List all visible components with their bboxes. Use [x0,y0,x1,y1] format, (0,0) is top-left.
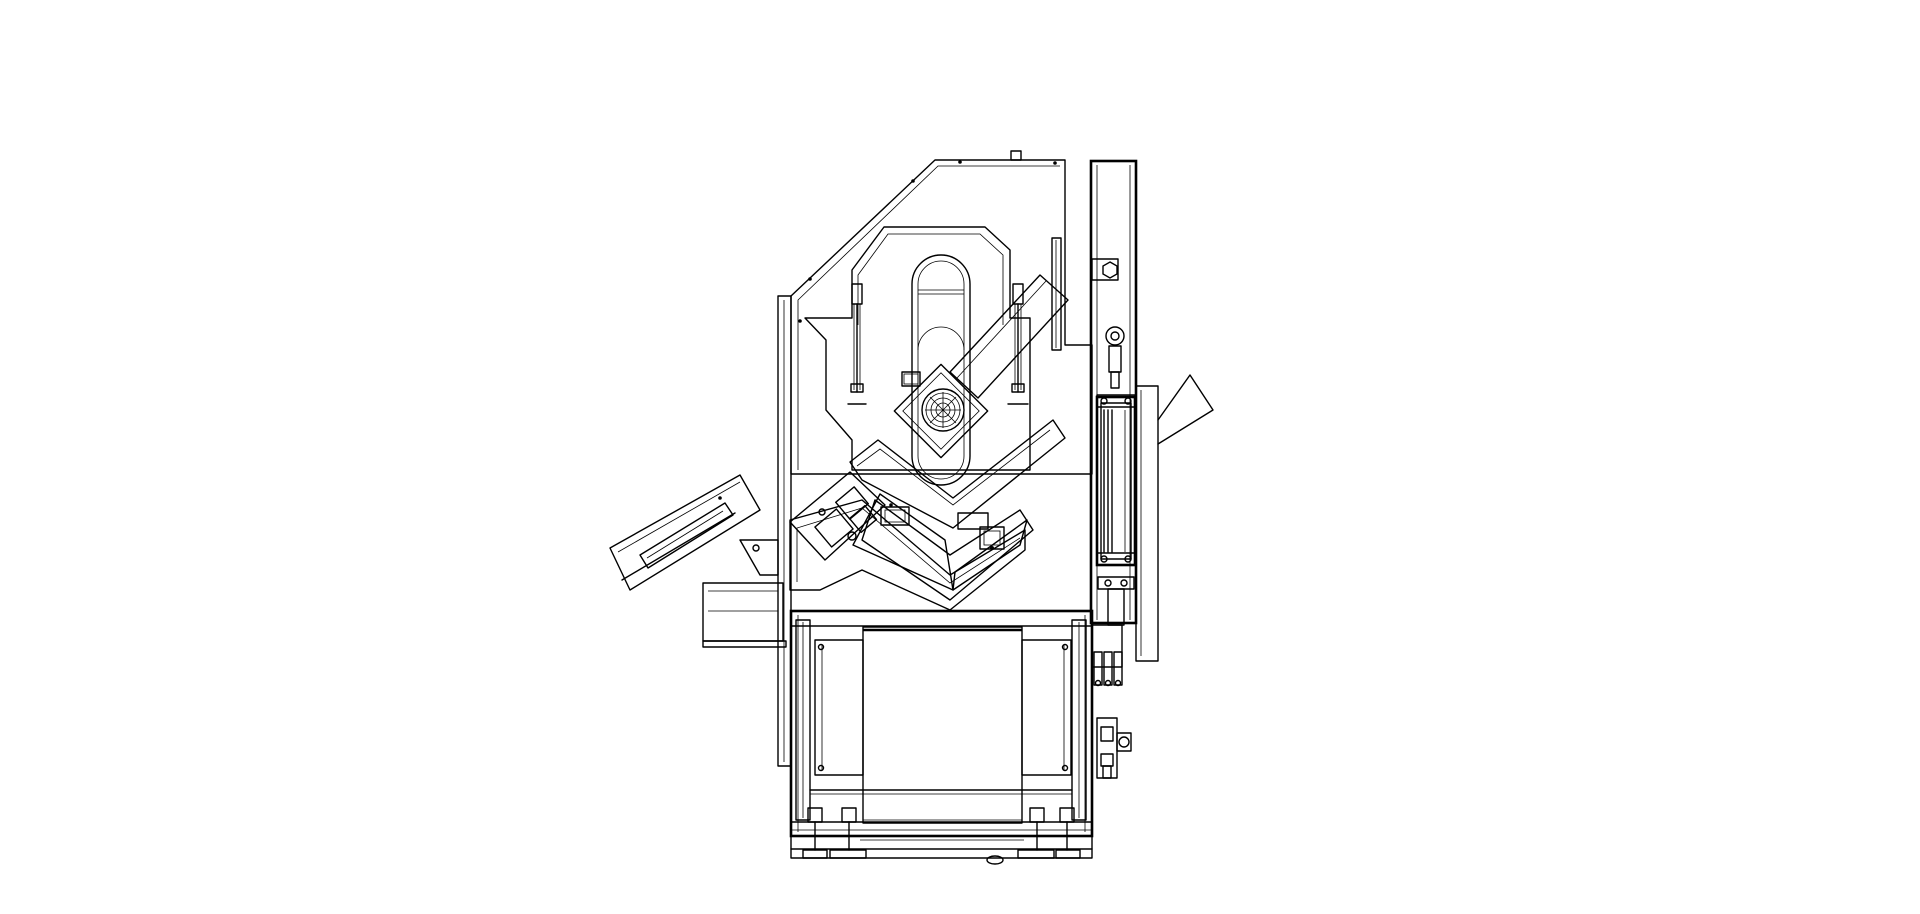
gearbox-left [789,471,886,561]
motor-block [893,363,989,459]
base-frame [790,821,1093,859]
pneumatic-cylinder [1095,394,1137,567]
adjust-screw-left [847,283,867,405]
cross-bar [809,789,1073,795]
diagonal-arm-upper [949,274,1069,399]
clamp-right [957,512,1005,550]
side-panel-right [1135,374,1214,662]
pneumatic-fittings [1091,624,1123,687]
filter-regulator [1096,717,1132,779]
adjust-screw-right [1007,283,1029,405]
leveling-feet [802,807,1081,865]
feed-table [702,582,787,648]
connector-block [880,503,910,526]
cylinder-base [1097,576,1135,626]
chute-center [862,626,1023,824]
tray-support [739,539,779,576]
frame-side-posts [795,619,1087,821]
panel-right [1021,639,1072,776]
left-rail [777,295,792,767]
panel-left [814,639,864,776]
hex-nut-bracket [1091,258,1119,281]
slot-window [911,254,971,486]
lower-frame [789,609,1094,838]
rod-eye [1105,326,1125,389]
tilted-tray [609,474,761,591]
guide-strip [1051,237,1062,351]
